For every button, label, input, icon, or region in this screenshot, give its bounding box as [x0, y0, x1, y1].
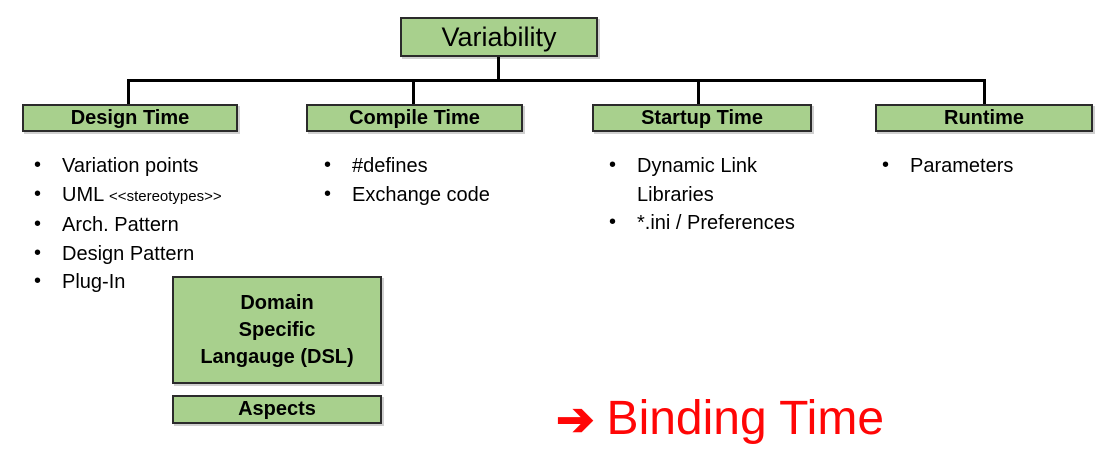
- list-item-label: *.ini / Preferences: [637, 212, 795, 234]
- connector-drop-startup-time: [697, 80, 700, 105]
- connector-drop-compile-time: [412, 80, 415, 105]
- dsl-line-3: Langauge (DSL): [200, 345, 354, 368]
- bullet-icon: •: [34, 241, 42, 264]
- list-item-label: Dynamic Link Libraries: [637, 155, 758, 206]
- list-item-label: Parameters: [910, 155, 1014, 177]
- runtime-header-box: Runtime: [875, 104, 1093, 132]
- list-item-label: UML: [62, 183, 104, 206]
- list-item: • #defines: [322, 152, 552, 181]
- compile-time-header-label: Compile Time: [349, 106, 480, 129]
- design-time-header-box: Design Time: [22, 104, 238, 132]
- bullet-icon: •: [34, 270, 42, 292]
- list-item-label: Arch. Pattern: [62, 214, 179, 236]
- right-arrow-icon: ➔: [556, 393, 595, 445]
- runtime-header-label: Runtime: [944, 106, 1024, 129]
- bullet-icon: •: [34, 213, 42, 235]
- connector-drop-design-time: [127, 80, 130, 105]
- binding-time-label: Binding Time: [606, 392, 885, 445]
- list-item: • Design Pattern: [32, 240, 282, 269]
- compile-time-list: • #defines • Exchange code: [322, 152, 552, 209]
- compile-time-header-box: Compile Time: [306, 104, 523, 132]
- binding-time-annotation: ➔ Binding Time: [556, 388, 884, 450]
- list-item: • Dynamic Link Libraries: [607, 152, 813, 209]
- bullet-icon: •: [324, 154, 332, 176]
- bullet-icon: •: [34, 154, 42, 176]
- list-item-label: Plug-In: [62, 271, 126, 293]
- list-item-label: #defines: [352, 155, 428, 177]
- list-item-label: Variation points: [62, 155, 199, 177]
- list-item: • Exchange code: [322, 181, 552, 210]
- startup-time-header-box: Startup Time: [592, 104, 812, 132]
- variability-root-label: Variability: [441, 21, 557, 52]
- variability-root-box: Variability: [400, 17, 598, 57]
- bullet-icon: •: [324, 182, 332, 205]
- dsl-line-1: Domain: [240, 291, 314, 314]
- list-item: • Variation points: [32, 152, 282, 181]
- list-item: • Plug-In: [32, 268, 282, 297]
- stereotypes-note: <<stereotypes>>: [109, 187, 222, 205]
- connector-root-stem: [497, 57, 500, 81]
- list-item: • *.ini / Preferences: [607, 209, 813, 238]
- startup-time-list: • Dynamic Link Libraries • *.ini / Prefe…: [607, 152, 813, 238]
- aspects-label: Aspects: [238, 398, 316, 420]
- bullet-icon: •: [609, 211, 617, 233]
- list-item: • Arch. Pattern: [32, 211, 282, 240]
- bullet-icon: •: [882, 154, 890, 176]
- list-item-label: Exchange code: [352, 183, 490, 206]
- startup-time-header-label: Startup Time: [641, 106, 763, 129]
- runtime-list: • Parameters: [880, 152, 1100, 181]
- domain-specific-language-box: Domain Specific Langauge (DSL): [172, 276, 382, 384]
- bullet-icon: •: [34, 182, 42, 205]
- bullet-icon: •: [609, 154, 617, 176]
- connector-drop-runtime: [983, 80, 986, 105]
- list-item: • Parameters: [880, 152, 1100, 181]
- list-item-label: Design Pattern: [62, 242, 195, 265]
- design-time-header-label: Design Time: [70, 106, 190, 129]
- connector-horizontal-bar: [127, 79, 986, 82]
- aspects-box: Aspects: [172, 395, 382, 424]
- design-time-list: • Variation points • UML <<stereotypes>>…: [32, 152, 282, 297]
- dsl-line-2: Specific: [238, 318, 316, 341]
- list-item: • UML <<stereotypes>>: [32, 181, 282, 212]
